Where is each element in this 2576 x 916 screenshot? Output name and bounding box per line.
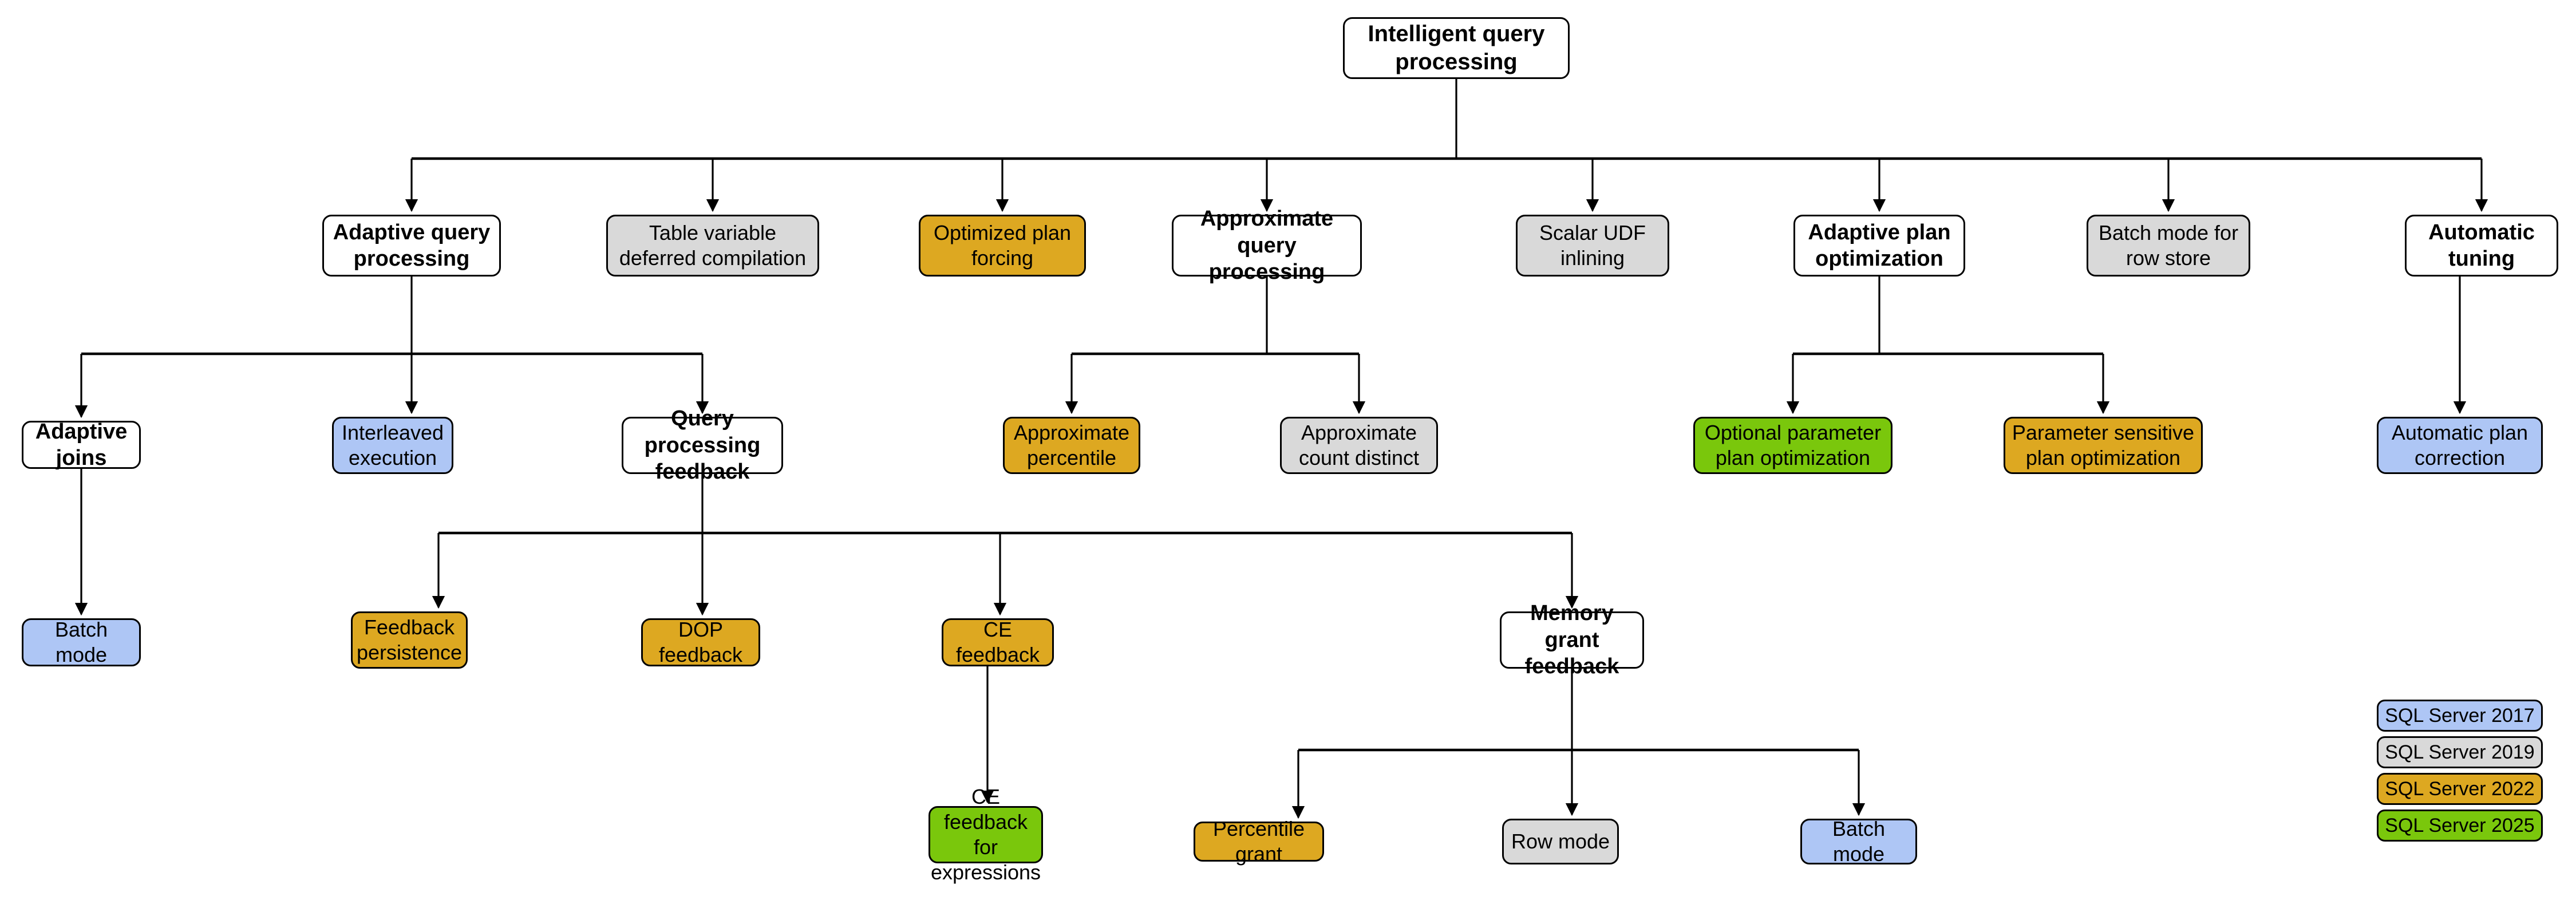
node-parameter-sensitive-plan-optimization[interactable]: Parameter sensitive plan optimization [2004,417,2203,474]
node-adaptive-joins[interactable]: Adaptive joins [22,419,141,470]
node-label: Batch mode [1832,817,1886,866]
legend-item-sql-server-2022[interactable]: SQL Server 2022 [2377,773,2543,805]
legend-item-label: SQL Server 2022 [2385,777,2535,800]
legend-item-label: SQL Server 2025 [2385,814,2535,836]
node-label: Row mode [1511,830,1610,854]
node-memory-grant-feedback[interactable]: Memory grant feedback [1500,601,1644,678]
node-label: Adaptive joins [35,419,128,470]
node-label: Batch mode for row store [2098,221,2239,270]
node-label: Adaptive plan optimization [1808,220,1951,271]
node-label: Automatic plan correction [2391,421,2528,469]
node-row-mode[interactable]: Row mode [1502,819,1619,864]
node-label: Intelligent query processing [1368,21,1545,74]
node-ce-feedback-for-expressions[interactable]: CE feedback for expressions [929,785,1043,884]
node-interleaved-execution[interactable]: Interleaved execution [332,417,453,474]
node-dop-feedback[interactable]: DOP feedback [641,618,760,666]
node-query-processing-feedback[interactable]: Query processing feedback [622,406,783,484]
node-ce-feedback[interactable]: CE feedback [942,618,1054,666]
node-adaptive-plan-optimization[interactable]: Adaptive plan optimization [1793,215,1965,277]
node-label: CE feedback [955,618,1040,666]
node-batch-mode-aj[interactable]: Batch mode [22,618,141,666]
node-label: Memory grant feedback [1524,601,1619,679]
node-approximate-percentile[interactable]: Approximate percentile [1003,417,1140,474]
node-label: Optimized plan forcing [933,221,1072,270]
node-label: Optional parameter plan optimization [1704,421,1882,469]
node-label: Percentile grant [1212,817,1305,866]
node-label: Query processing feedback [644,406,761,484]
node-label: DOP feedback [658,618,743,666]
node-label: Interleaved execution [341,421,444,469]
legend-item-sql-server-2025[interactable]: SQL Server 2025 [2377,810,2543,842]
node-label: Automatic tuning [2428,220,2535,271]
node-label: Feedback persistence [356,615,463,664]
node-label: Table variable deferred compilation [619,221,807,270]
node-label: Adaptive query processing [333,220,491,271]
node-label: Approximate query processing [1200,207,1334,285]
node-automatic-plan-correction[interactable]: Automatic plan correction [2377,417,2543,474]
node-label: Scalar UDF inlining [1539,221,1646,270]
node-feedback-persistence[interactable]: Feedback persistence [351,611,468,669]
legend-item-label: SQL Server 2017 [2385,704,2535,727]
node-root[interactable]: Intelligent query processing [1343,17,1570,79]
legend-item-sql-server-2017[interactable]: SQL Server 2017 [2377,700,2543,732]
node-approximate-count-distinct[interactable]: Approximate count distinct [1280,417,1438,474]
node-adaptive-query-processing[interactable]: Adaptive query processing [322,215,501,277]
node-percentile-grant[interactable]: Percentile grant [1194,817,1324,866]
node-batch-mode-for-row-store[interactable]: Batch mode for row store [2087,215,2250,277]
node-approximate-query-processing[interactable]: Approximate query processing [1172,207,1362,284]
node-optional-parameter-plan-optimization[interactable]: Optional parameter plan optimization [1693,417,1893,474]
node-scalar-udf-inlining[interactable]: Scalar UDF inlining [1516,215,1669,277]
node-label: Approximate percentile [1013,421,1130,469]
legend-item-sql-server-2019[interactable]: SQL Server 2019 [2377,736,2543,768]
node-optimized-plan-forcing[interactable]: Optimized plan forcing [919,215,1086,277]
node-automatic-tuning[interactable]: Automatic tuning [2405,215,2558,277]
node-label: Batch mode [54,618,108,666]
node-label: Parameter sensitive plan optimization [2012,421,2195,469]
node-batch-mode-mgf[interactable]: Batch mode [1800,817,1917,866]
legend-item-label: SQL Server 2019 [2385,741,2535,763]
node-table-variable-deferred-compilation[interactable]: Table variable deferred compilation [606,215,819,277]
node-label: CE feedback for expressions [930,785,1041,884]
node-label: Approximate count distinct [1298,421,1420,469]
